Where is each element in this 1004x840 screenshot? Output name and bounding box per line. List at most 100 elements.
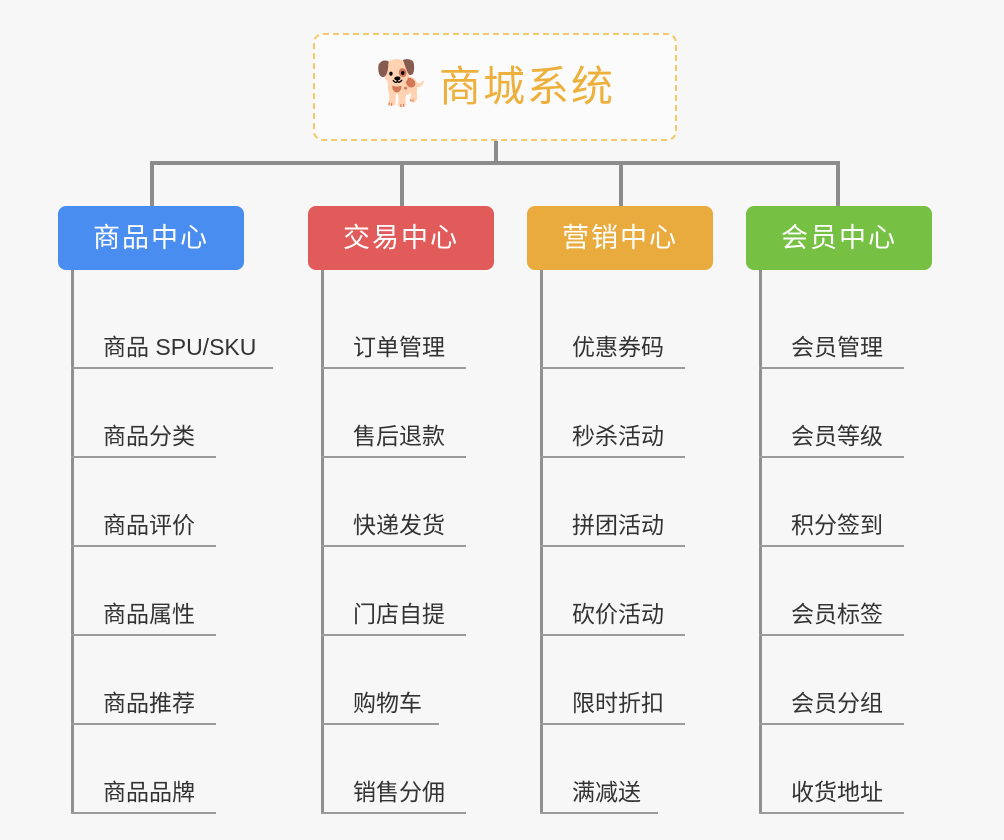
leaf-item[interactable]: 商品品牌 <box>58 725 244 814</box>
category-header-label: 营销中心 <box>562 222 678 253</box>
root-title: 商城系统 <box>438 63 615 110</box>
leaf-item[interactable]: 会员标签 <box>746 547 932 636</box>
leaf-item-underline <box>540 456 685 458</box>
leaf-item[interactable]: 商品属性 <box>58 547 244 636</box>
leaf-item-label: 满减送 <box>572 779 641 805</box>
leaf-item-underline <box>540 367 685 369</box>
connector-root-stem <box>494 141 498 164</box>
connector-vertical-spine <box>540 270 543 814</box>
leaf-item-underline <box>759 723 904 725</box>
leaf-item[interactable]: 商品评价 <box>58 458 244 547</box>
connector-horizontal-bar <box>150 161 840 165</box>
leaf-item-label: 售后退款 <box>353 423 445 449</box>
leaf-list-member-center: 会员管理会员等级积分签到会员标签会员分组收货地址 <box>746 270 932 814</box>
leaf-item-label: 商品推荐 <box>103 690 195 716</box>
category-header-trade-center[interactable]: 交易中心 <box>308 206 494 270</box>
leaf-item-underline <box>71 812 216 814</box>
leaf-item-label: 快递发货 <box>353 512 445 538</box>
leaf-item-label: 订单管理 <box>353 334 445 360</box>
leaf-item-underline <box>540 634 685 636</box>
connector-vertical-spine <box>759 270 762 814</box>
leaf-item-label: 商品属性 <box>103 601 195 627</box>
category-header-marketing-center[interactable]: 营销中心 <box>527 206 713 270</box>
root-node[interactable]: 🐕 商城系统 <box>313 33 677 141</box>
leaf-item[interactable]: 限时折扣 <box>527 636 713 725</box>
leaf-item-underline <box>759 456 904 458</box>
leaf-item[interactable]: 会员管理 <box>746 280 932 369</box>
leaf-list-marketing-center: 优惠券码秒杀活动拼团活动砍价活动限时折扣满减送 <box>527 270 713 814</box>
leaf-item[interactable]: 砍价活动 <box>527 547 713 636</box>
leaf-item-underline <box>321 545 466 547</box>
leaf-item-label: 砍价活动 <box>572 601 664 627</box>
leaf-item[interactable]: 会员分组 <box>746 636 932 725</box>
leaf-item-label: 限时折扣 <box>572 690 664 716</box>
leaf-item[interactable]: 购物车 <box>308 636 494 725</box>
leaf-item-label: 优惠券码 <box>572 334 664 360</box>
category-column-marketing-center: 营销中心优惠券码秒杀活动拼团活动砍价活动限时折扣满减送 <box>527 206 713 814</box>
leaf-item-underline <box>540 723 685 725</box>
leaf-item-label: 商品品牌 <box>103 779 195 805</box>
leaf-item-underline <box>321 812 466 814</box>
connector-vertical-spine <box>321 270 324 814</box>
leaf-item[interactable]: 收货地址 <box>746 725 932 814</box>
leaf-item-underline <box>540 545 685 547</box>
leaf-item[interactable]: 会员等级 <box>746 369 932 458</box>
leaf-item[interactable]: 商品 SPU/SKU <box>58 280 273 369</box>
leaf-item-underline <box>321 456 466 458</box>
leaf-item-label: 拼团活动 <box>572 512 664 538</box>
connector-drop-2 <box>400 161 404 208</box>
leaf-item[interactable]: 商品分类 <box>58 369 244 458</box>
leaf-item-label: 会员等级 <box>791 423 883 449</box>
leaf-item[interactable]: 销售分佣 <box>308 725 494 814</box>
leaf-item-underline <box>71 456 216 458</box>
category-header-label: 商品中心 <box>93 222 209 253</box>
category-column-product-center: 商品中心商品 SPU/SKU 商品分类商品评价商品属性商品推荐商品品牌 <box>58 206 273 814</box>
leaf-item[interactable]: 订单管理 <box>308 280 494 369</box>
leaf-item-label: 秒杀活动 <box>572 423 664 449</box>
leaf-item-label: 会员标签 <box>791 601 883 627</box>
connector-drop-1 <box>150 161 154 208</box>
category-column-member-center: 会员中心会员管理会员等级积分签到会员标签会员分组收货地址 <box>746 206 932 814</box>
leaf-item[interactable]: 商品推荐 <box>58 636 244 725</box>
leaf-item-label: 会员分组 <box>791 690 883 716</box>
leaf-item-underline <box>540 812 658 814</box>
leaf-item-label: 会员管理 <box>791 334 883 360</box>
leaf-item-underline <box>71 723 216 725</box>
leaf-item-label: 门店自提 <box>353 601 445 627</box>
leaf-item[interactable]: 售后退款 <box>308 369 494 458</box>
leaf-item[interactable]: 拼团活动 <box>527 458 713 547</box>
leaf-item-underline <box>759 367 904 369</box>
leaf-item-label: 购物车 <box>353 690 422 716</box>
leaf-item-label: 商品评价 <box>103 512 195 538</box>
category-header-product-center[interactable]: 商品中心 <box>58 206 244 270</box>
shiba-inu-dog-face-icon: 🐕 <box>374 59 430 108</box>
leaf-item-underline <box>71 634 216 636</box>
leaf-item[interactable]: 秒杀活动 <box>527 369 713 458</box>
connector-drop-4 <box>836 161 840 208</box>
leaf-item[interactable]: 满减送 <box>527 725 713 814</box>
category-column-trade-center: 交易中心订单管理售后退款快递发货门店自提购物车销售分佣 <box>308 206 494 814</box>
leaf-item-underline <box>321 634 466 636</box>
category-header-label: 交易中心 <box>343 222 459 253</box>
connector-vertical-spine <box>71 270 74 814</box>
leaf-list-trade-center: 订单管理售后退款快递发货门店自提购物车销售分佣 <box>308 270 494 814</box>
leaf-item-label: 收货地址 <box>791 779 883 805</box>
leaf-item-label: 销售分佣 <box>353 779 445 805</box>
leaf-item[interactable]: 快递发货 <box>308 458 494 547</box>
leaf-item-underline <box>71 545 216 547</box>
leaf-item-underline <box>321 723 439 725</box>
leaf-item-underline <box>759 545 904 547</box>
leaf-list-product-center: 商品 SPU/SKU 商品分类商品评价商品属性商品推荐商品品牌 <box>58 270 273 814</box>
leaf-item-underline <box>759 634 904 636</box>
leaf-item-underline <box>321 367 466 369</box>
leaf-item[interactable]: 积分签到 <box>746 458 932 547</box>
leaf-item-underline <box>759 812 904 814</box>
category-header-member-center[interactable]: 会员中心 <box>746 206 932 270</box>
leaf-item[interactable]: 门店自提 <box>308 547 494 636</box>
leaf-item-label: 商品 SPU/SKU <box>103 334 257 360</box>
leaf-item-underline <box>71 367 273 369</box>
leaf-item-label: 商品分类 <box>103 423 195 449</box>
leaf-item-label: 积分签到 <box>791 512 883 538</box>
leaf-item[interactable]: 优惠券码 <box>527 280 713 369</box>
